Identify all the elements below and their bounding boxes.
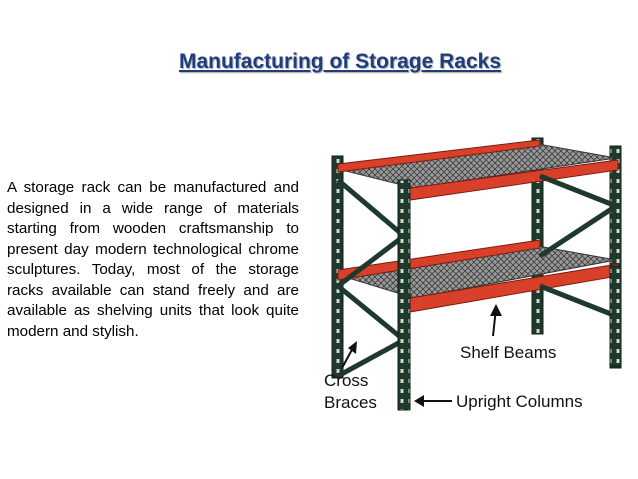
shelf-beams-label: Shelf Beams (460, 343, 556, 362)
cross-braces (336, 173, 618, 379)
shelf-beams-arrowhead (490, 304, 502, 316)
upright-columns-arrowhead (414, 395, 424, 407)
slide-title: Manufacturing of Storage Racks (178, 50, 502, 73)
body-paragraph: A storage rack can be manufactured and d… (7, 179, 299, 340)
front-right-upright-base (609, 265, 622, 367)
back-right-upright (531, 137, 544, 335)
storage-rack-diagram: Shelf Beams Cross Braces Upright Columns (318, 136, 630, 420)
front-left-upright (397, 179, 411, 411)
top-back-beam (337, 139, 541, 173)
back-left-upright (331, 155, 344, 379)
braces-label: Braces (324, 393, 377, 412)
upright-columns-label: Upright Columns (456, 392, 583, 411)
cross-label: Cross (324, 371, 368, 390)
middle-back-beam (337, 239, 541, 281)
far-right-upright (609, 145, 622, 369)
cross-braces-arrowhead (348, 341, 357, 354)
